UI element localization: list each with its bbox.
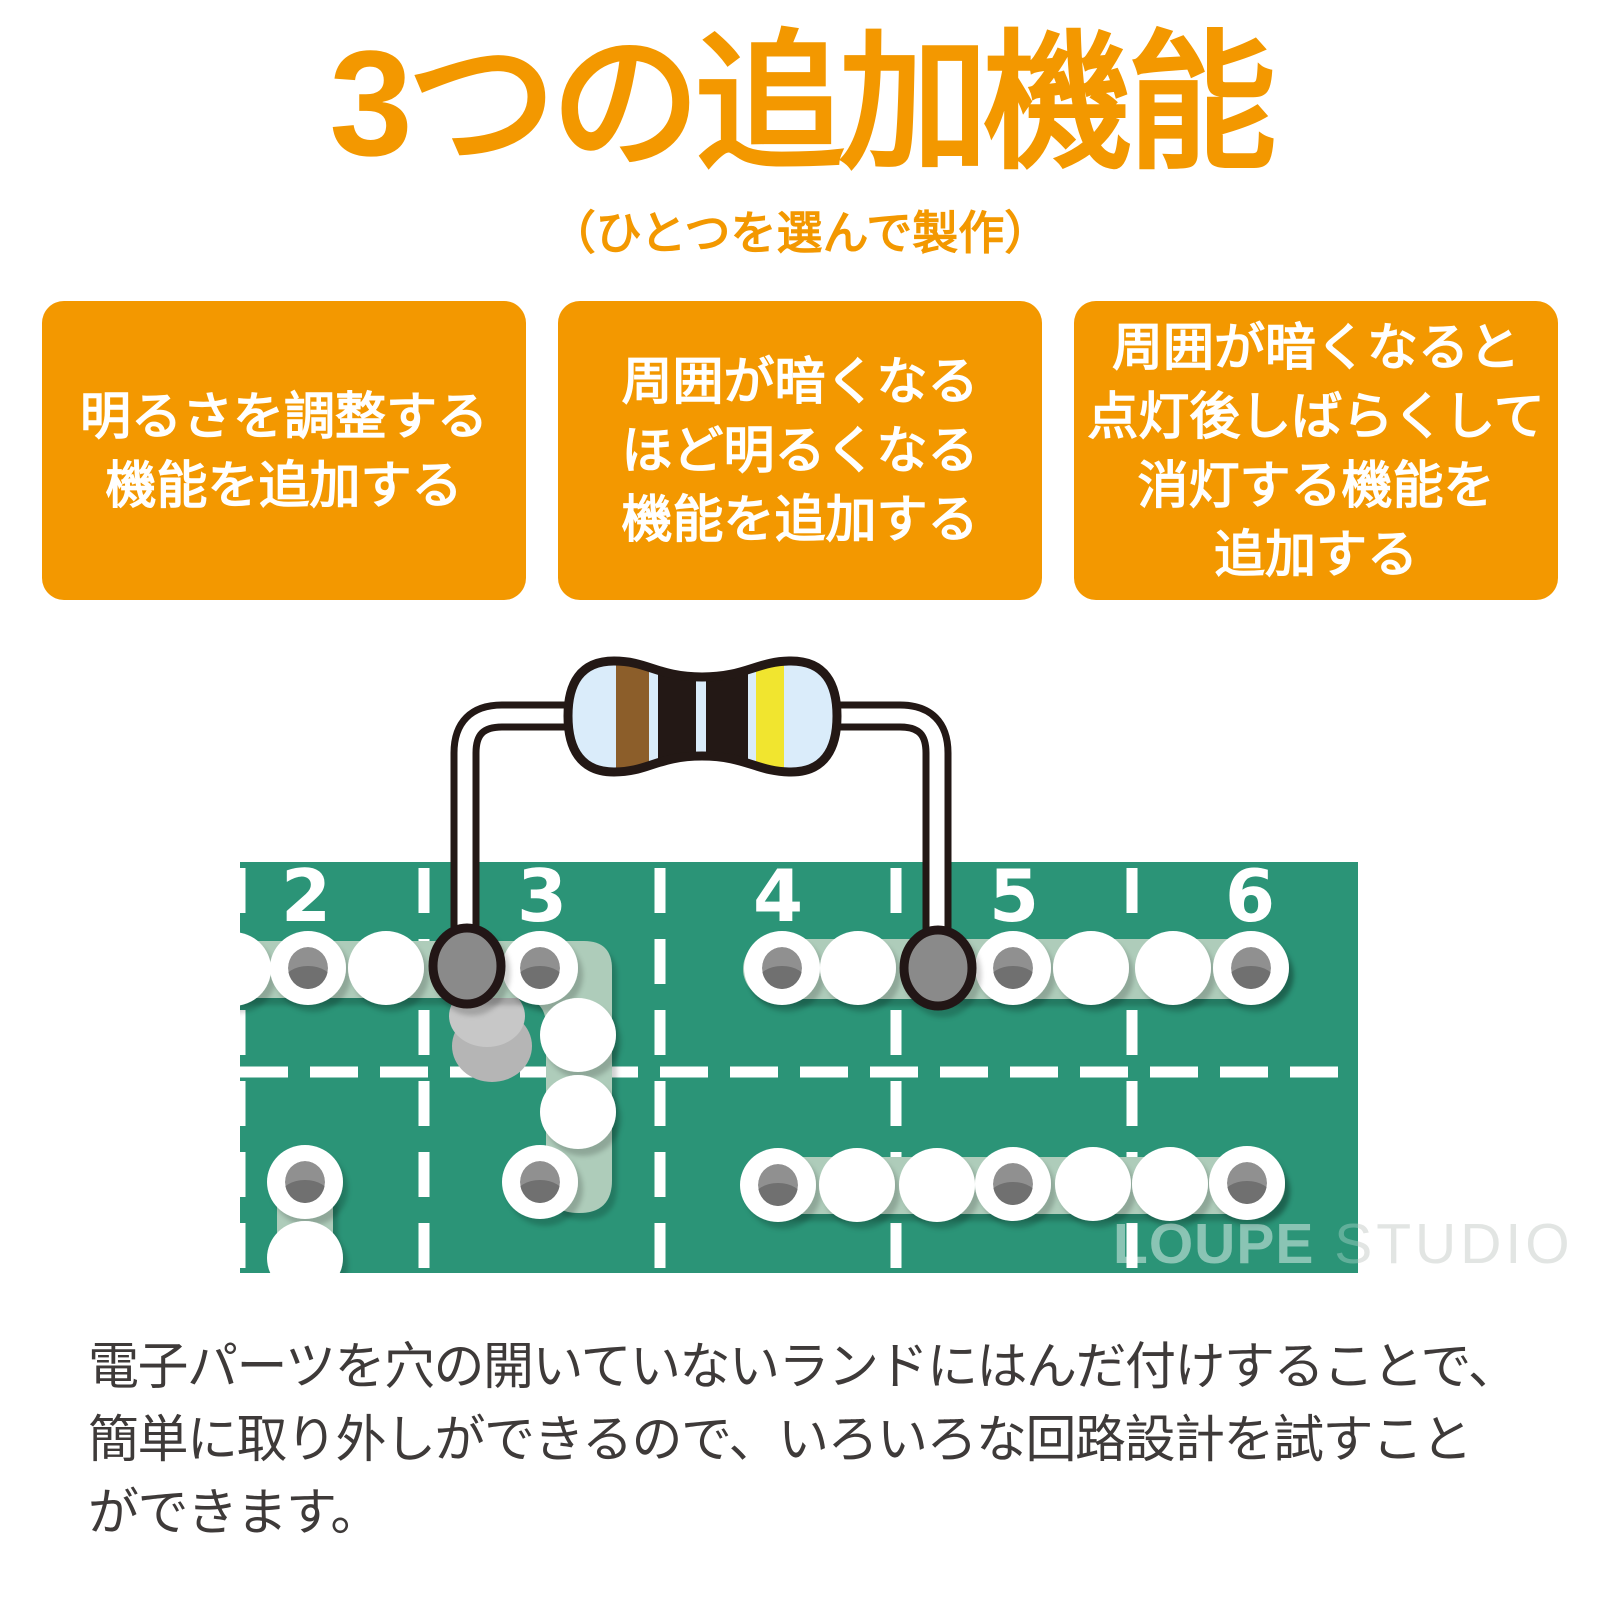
feature-box-text: 消灯する機能を [1137, 456, 1495, 514]
pad [1053, 931, 1129, 1005]
column-number-3: 3 [517, 854, 567, 938]
resistor-leads [450, 701, 952, 954]
watermark: LOUPE STUDIO [1113, 1212, 1574, 1276]
pad [1055, 1147, 1131, 1221]
column-number-5: 5 [989, 854, 1039, 938]
resistor-on-perfboard-illustration: 2 3 4 5 6 [240, 656, 1574, 1276]
pad-hole [740, 1148, 816, 1222]
pad-hole [502, 931, 578, 1005]
feature-box-text: 点灯後しばらくして [1087, 387, 1545, 445]
resistor-band-brown [616, 661, 649, 772]
pad [540, 998, 616, 1072]
feature-box-text: 周囲が暗くなる [621, 353, 979, 410]
pad-hole [267, 1145, 343, 1219]
pad-hole [975, 1147, 1051, 1221]
pad [348, 931, 424, 1005]
feature-box-text: 明るさを調整する [79, 387, 488, 445]
description-line: 簡単に取り外しができるので、いろいろな回路設計を試すこと [88, 1411, 1472, 1468]
feature-box-text: 周囲が暗くなると [1111, 318, 1520, 376]
watermark-bold: LOUPE [1113, 1212, 1314, 1276]
pad [819, 1148, 895, 1222]
description-line: ができます。 [88, 1484, 381, 1541]
column-number-6: 6 [1225, 854, 1275, 938]
pad-hole [1213, 931, 1289, 1005]
feature-box-dimmer: 明るさを調整する 機能を追加する [42, 301, 526, 600]
pad-hole [975, 931, 1051, 1005]
column-number-2: 2 [281, 854, 331, 938]
pad-hole [744, 931, 820, 1005]
feature-box-text: ほど明るくなる [621, 422, 979, 479]
pad [1135, 931, 1211, 1005]
pad [267, 1221, 343, 1273]
column-numbers: 2 3 4 5 6 [281, 854, 1275, 938]
description: 電子パーツを穴の開いていないランドにはんだ付けすることで、 簡単に取り外しができ… [88, 1330, 1548, 1549]
pad [820, 931, 896, 1005]
watermark-light: STUDIO [1314, 1212, 1573, 1276]
perfboard: 2 3 4 5 6 [240, 854, 1574, 1276]
pad [240, 932, 271, 1006]
pad [1132, 1147, 1208, 1221]
resistor-band-yellow [756, 661, 784, 772]
feature-box-auto-off: 周囲が暗くなると 点灯後しばらくして 消灯する機能を 追加する [1074, 301, 1558, 600]
pad-hole [1209, 1146, 1285, 1220]
feature-box-text: 機能を追加する [105, 456, 463, 514]
watermark-overflow: LOUPE STUDIO [1113, 1212, 1574, 1276]
solder-joint-left [433, 928, 501, 1004]
pad-hole [502, 1145, 578, 1219]
pad [899, 1148, 975, 1222]
page-subtitle: （ひとつを選んで製作） [549, 207, 1051, 259]
description-line: 電子パーツを穴の開いていないランドにはんだ付けすることで、 [88, 1338, 1519, 1395]
column-number-4: 4 [753, 854, 803, 938]
pad-hole [270, 931, 346, 1005]
feature-box-text: 機能を追加する [621, 491, 979, 548]
feature-box-text: 追加する [1213, 525, 1418, 583]
page-title: 3つの追加機能 [329, 19, 1276, 187]
resistor-body [563, 656, 842, 777]
feature-box-darkness-brighter: 周囲が暗くなる ほど明るくなる 機能を追加する [558, 301, 1042, 600]
solder-joint-right [904, 930, 972, 1006]
pad [540, 1075, 616, 1149]
feature-boxes: 明るさを調整する 機能を追加する 周囲が暗くなる ほど明るくなる 機能を追加する… [42, 301, 1558, 600]
